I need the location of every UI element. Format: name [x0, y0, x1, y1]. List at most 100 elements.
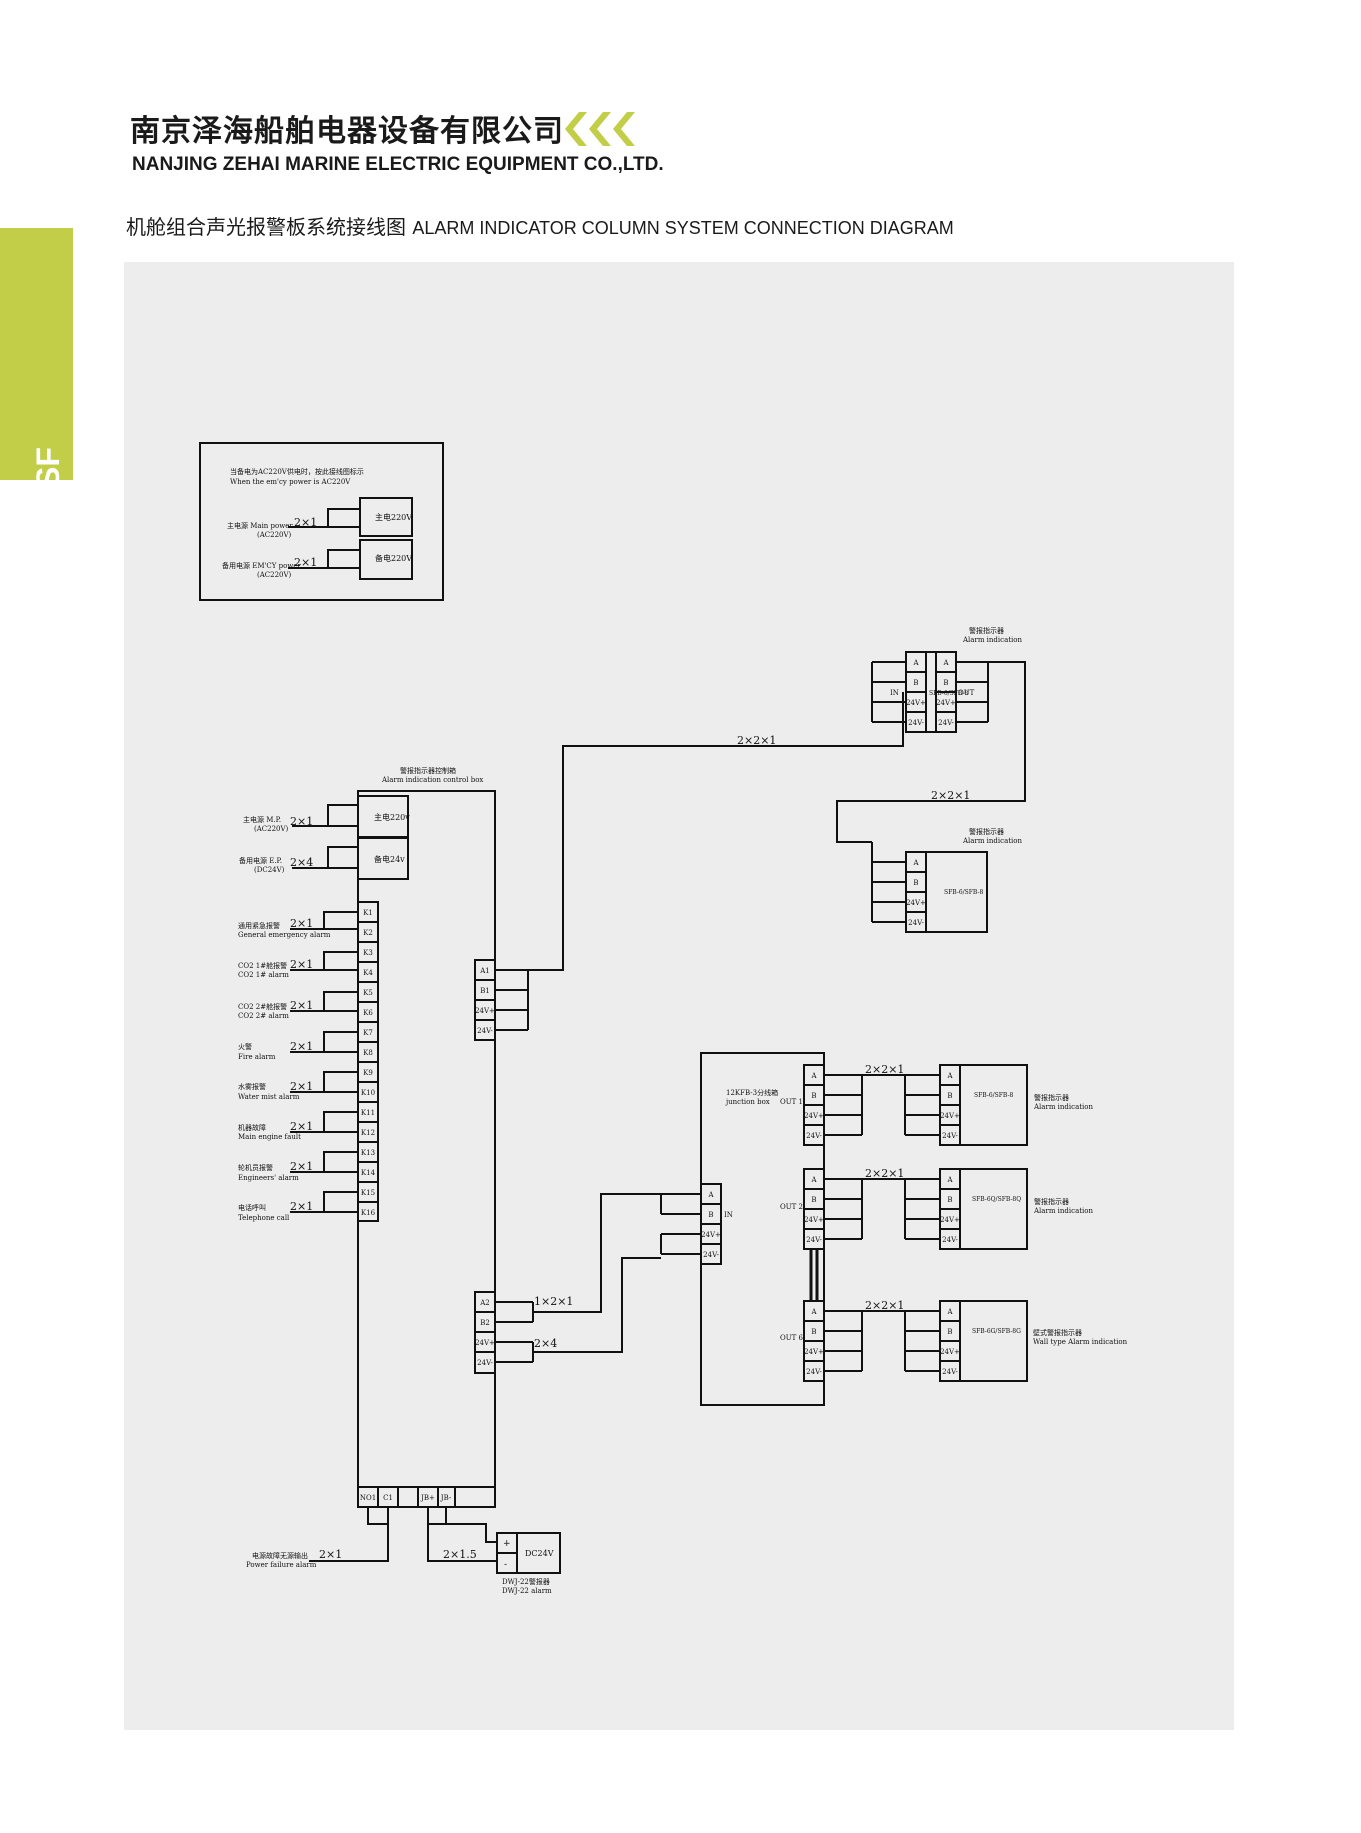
right-unit-model: SFB-6G/SFB-8G: [972, 1328, 1021, 1335]
junction-in-terminal: B: [708, 1211, 713, 1219]
inset-cable-main: 2×1: [294, 516, 317, 529]
top-unit-1-model: SFB-6/SFB-8: [929, 690, 968, 697]
dwj-cable: 2×1.5: [443, 1548, 477, 1561]
right-unit-terminal: 24V+: [940, 1216, 960, 1224]
input-label-cn: 火警: [238, 1042, 252, 1051]
input-cable: 2×1: [290, 1040, 313, 1053]
input-cable: 2×1: [290, 1080, 313, 1093]
top-unit-1-right-terminal: 24V+: [936, 699, 956, 707]
input-label-cn: CO2 1#舱报警: [238, 961, 287, 970]
out2-terminal: B2: [480, 1319, 490, 1327]
control-emg-cable: 2×4: [290, 856, 313, 869]
k-terminal: K7: [363, 1029, 373, 1037]
inset-note-cn: 当备电为AC220V供电时，按此接线图标示: [230, 467, 364, 476]
out2-terminal: A2: [479, 1299, 490, 1307]
inset-cable-emg: 2×1: [294, 556, 317, 569]
wiring-diagram: 当备电为AC220V供电时，按此接线图标示 When the em'cy pow…: [199, 442, 1128, 1595]
top-unit-2-model: SFB-6/SFB-8: [944, 889, 983, 896]
junction-title-cn: 12KFB-3分线箱: [726, 1088, 778, 1097]
company-name-cn: 南京泽海船舶电器设备有限公司: [130, 114, 564, 149]
dwj-minus: -: [504, 1560, 507, 1570]
right-unit-terminal: B: [947, 1196, 952, 1204]
input-cable: 2×1: [290, 1160, 313, 1173]
top-unit-1-title-cn: 警报指示器: [969, 626, 1004, 635]
junction-in-terminal: 24V+: [701, 1231, 721, 1239]
right-unit-terminal: B: [947, 1092, 952, 1100]
right-unit-terminal: A: [946, 1308, 953, 1316]
k-terminal: K16: [361, 1209, 376, 1217]
top-chain-cable-2: 2×2×1: [931, 789, 970, 802]
top-unit-1-left-terminal: 24V-: [908, 719, 924, 727]
junction-out2-cable: 2×2×1: [865, 1167, 904, 1180]
input-cable: 2×1: [290, 958, 313, 971]
inset-main-box: [359, 497, 413, 537]
control-main-input-sub: (AC220V): [254, 825, 289, 833]
control-emg-power: [357, 837, 409, 880]
k-terminal: K3: [363, 949, 373, 957]
k-terminal: K5: [363, 989, 373, 997]
side-tab-label-cn: 机舱组合声光报警板: [33, 547, 49, 673]
junction-out-terminal: 24V-: [806, 1236, 822, 1244]
right-unit-cn: 警报指示器: [1034, 1093, 1069, 1102]
out2-cable-b: 2×4: [534, 1337, 557, 1350]
junction-out-terminal: 24V+: [804, 1216, 824, 1224]
input-label-cn: 通用紧急报警: [238, 921, 280, 930]
bottom-terminal: JB+: [420, 1494, 435, 1502]
junction-out-terminal: 24V+: [804, 1112, 824, 1120]
input-label-en: Water mist alarm: [238, 1093, 300, 1101]
top-unit-2-terminal: A: [912, 859, 919, 867]
cable-between-top-units: [836, 661, 1026, 843]
inset-note-en: When the em'cy power is AC220V: [230, 478, 351, 486]
junction-out-terminal: B: [811, 1196, 816, 1204]
input-label-en: Engineers' alarm: [238, 1174, 299, 1182]
input-label-cn: 电话呼叫: [238, 1203, 266, 1212]
right-unit-en: Alarm indication: [1033, 1207, 1094, 1215]
input-label-en: CO2 1# alarm: [238, 971, 289, 979]
right-unit-terminal: A: [946, 1176, 953, 1184]
dwj-plus: +: [503, 1539, 511, 1549]
junction-out-terminal: B: [811, 1328, 816, 1336]
dwj-en: DWJ-22 alarm: [502, 1587, 552, 1595]
k-terminal: K14: [361, 1169, 376, 1177]
bottom-terminal: NO1: [360, 1494, 376, 1502]
k-terminal: K8: [363, 1049, 373, 1057]
junction-in-terminal: A: [707, 1191, 714, 1199]
side-tab-label-en: E/R GROUP ALARM PANELM: [54, 537, 65, 673]
top-unit-1-out: OUT: [958, 689, 975, 697]
top-unit-1-right-terminal: A: [942, 659, 949, 667]
page-title-cn: 机舱组合声光报警板系统接线图: [126, 215, 406, 239]
right-unit-terminal: 24V-: [942, 1368, 958, 1376]
junction-title-en: junction box: [725, 1098, 770, 1106]
inset-box-emg-label: 备电220V: [375, 553, 412, 563]
cable-to-top-unit: [528, 692, 904, 971]
k-terminal: K15: [361, 1189, 375, 1197]
k-terminal: K4: [363, 969, 373, 977]
junction-out-terminal: A: [810, 1072, 817, 1080]
dwj-cn: DWJ-22警报器: [502, 1577, 550, 1586]
top-chain-cable-1: 2×2×1: [737, 734, 776, 747]
junction-out6-cable: 2×2×1: [865, 1299, 904, 1312]
control-emg-input-sub: (DC24V): [254, 866, 285, 874]
right-unit-terminal: 24V-: [942, 1236, 958, 1244]
k-terminal-dividers: [358, 921, 378, 1203]
junction-out-terminal: A: [810, 1308, 817, 1316]
control-main-input-label: 主电源 M.P.: [243, 815, 281, 824]
top-unit-1-left-terminal: B: [913, 679, 918, 687]
out1-terminal: 24V-: [477, 1027, 493, 1035]
k-terminal: K2: [363, 929, 373, 937]
out1-terminal: 24V+: [475, 1007, 495, 1015]
k-terminal: K6: [363, 1009, 373, 1017]
junction-out-label: OUT 1: [780, 1098, 803, 1106]
top-unit-2-terminal: 24V+: [906, 899, 926, 907]
top-unit-2-terminal: B: [913, 879, 918, 887]
input-label-en: Telephone call: [238, 1214, 290, 1222]
right-unit-terminal: A: [946, 1072, 953, 1080]
junction-out-terminal: B: [811, 1092, 816, 1100]
junction-out-terminal: 24V+: [804, 1348, 824, 1356]
out2-cable-a: 1×2×1: [534, 1295, 573, 1308]
cable-to-junction-power: [533, 1257, 661, 1353]
top-unit-2-title-cn: 警报指示器: [969, 827, 1004, 836]
k-terminal: K13: [361, 1149, 375, 1157]
junction-out1-cable: 2×2×1: [865, 1063, 904, 1076]
input-label-cn: 水雾报警: [238, 1082, 266, 1091]
